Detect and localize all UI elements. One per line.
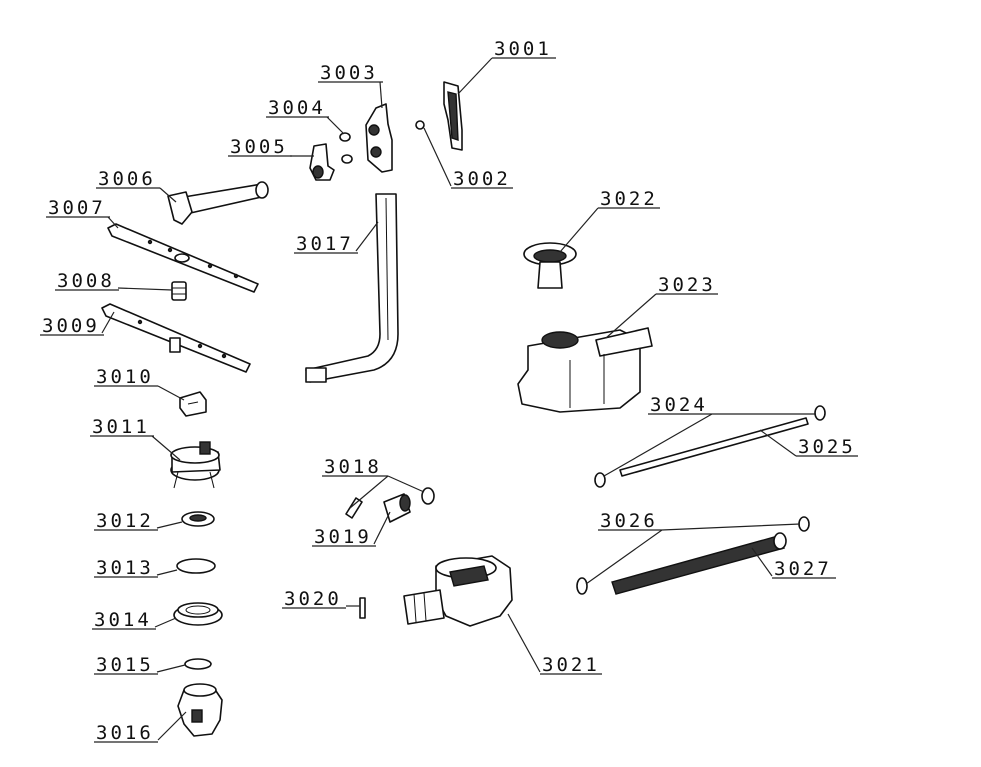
label-3019: 3019 — [314, 526, 372, 548]
label-3017: 3017 — [296, 233, 354, 255]
label-3027: 3027 — [774, 558, 832, 580]
label-3010: 3010 — [96, 366, 154, 388]
part-3027-hose — [576, 516, 810, 595]
label-3004: 3004 — [268, 97, 326, 119]
part-3010-clip — [179, 391, 207, 417]
label-3011: 3011 — [92, 416, 150, 438]
label-3016: 3016 — [96, 722, 154, 744]
part-3015-o-ring — [184, 658, 212, 670]
part-3013-seal-ring — [176, 558, 216, 574]
label-3001: 3001 — [494, 38, 552, 60]
label-3018: 3018 — [324, 456, 382, 478]
label-3013: 3013 — [96, 557, 154, 579]
label-3023: 3023 — [658, 274, 716, 296]
part-3002-ball — [415, 120, 425, 130]
part-3008-nut — [171, 281, 187, 301]
part-3022-funnel — [523, 242, 577, 289]
part-3021-circulation-pump — [403, 555, 513, 627]
label-3005: 3005 — [230, 136, 288, 158]
label-3025: 3025 — [798, 436, 856, 458]
label-underlines — [40, 57, 858, 743]
label-3024: 3024 — [650, 394, 708, 416]
part-3006-tube — [167, 181, 269, 225]
label-3012: 3012 — [96, 510, 154, 532]
part-3018-pin — [345, 487, 435, 519]
part-3001-bracket — [443, 81, 463, 151]
label-3007: 3007 — [48, 197, 106, 219]
label-3021: 3021 — [542, 654, 600, 676]
part-labels: 3001 3002 3003 3004 3005 3006 3007 3008 … — [42, 38, 856, 744]
leader-lines — [101, 57, 816, 741]
part-3004-o-rings — [339, 132, 353, 164]
part-3020-pin — [359, 597, 366, 619]
label-3002: 3002 — [453, 168, 511, 190]
part-3023-water-softener — [517, 327, 653, 413]
part-3025-rod — [594, 405, 826, 488]
label-3020: 3020 — [284, 588, 342, 610]
label-3022: 3022 — [600, 188, 658, 210]
label-3009: 3009 — [42, 315, 100, 337]
part-3011-sump-housing — [170, 441, 221, 489]
part-3005-fitting — [309, 143, 335, 181]
label-3015: 3015 — [96, 654, 154, 676]
part-3016-housing — [177, 683, 223, 737]
part-3014-ring-nut — [173, 602, 223, 626]
part-3009-lower-spray-arm — [101, 303, 251, 373]
part-3017-supply-pipe — [305, 193, 399, 383]
label-3026: 3026 — [600, 510, 658, 532]
label-3006: 3006 — [98, 168, 156, 190]
label-3008: 3008 — [57, 270, 115, 292]
part-3003-connector — [365, 103, 393, 173]
label-3014: 3014 — [94, 609, 152, 631]
part-3012-filter-disc — [181, 511, 215, 527]
label-3003: 3003 — [320, 62, 378, 84]
part-3019-fitting — [383, 493, 411, 523]
